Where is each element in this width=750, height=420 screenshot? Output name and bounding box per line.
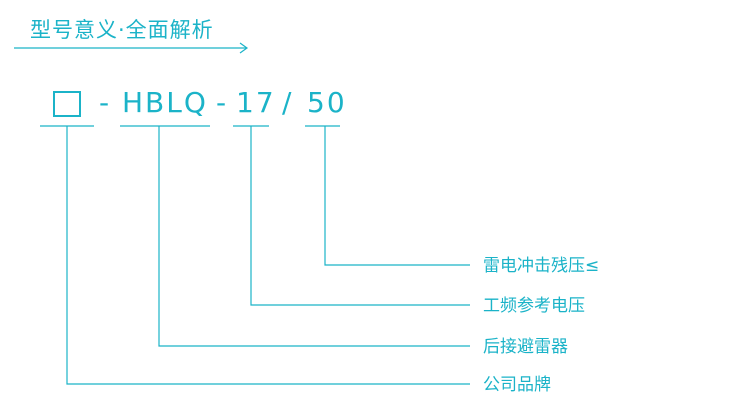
title-underline-arrow — [14, 42, 249, 54]
leader-series — [158, 126, 470, 347]
model-series-code: HBLQ — [122, 86, 208, 119]
brand-placeholder-box — [53, 91, 81, 117]
model-dash-2: - — [216, 86, 229, 119]
label-arrester-type: 后接避雷器 — [483, 337, 568, 357]
leader-voltage — [250, 126, 470, 306]
label-reference-voltage: 工频参考电压 — [483, 296, 585, 316]
leader-current — [324, 126, 470, 266]
leader-brand — [66, 126, 470, 385]
model-dash-1: - — [99, 86, 112, 119]
label-company-brand: 公司品牌 — [483, 375, 551, 395]
model-current-code: 50 — [307, 86, 347, 119]
model-code: - HBLQ - 17 / 50 — [0, 0, 750, 140]
page-title: 型号意义·全面解析 — [30, 18, 214, 42]
label-residual-voltage: 雷电冲击残压≤ — [483, 256, 600, 276]
model-voltage-code: 17 — [236, 86, 276, 119]
model-slash: / — [282, 86, 294, 119]
